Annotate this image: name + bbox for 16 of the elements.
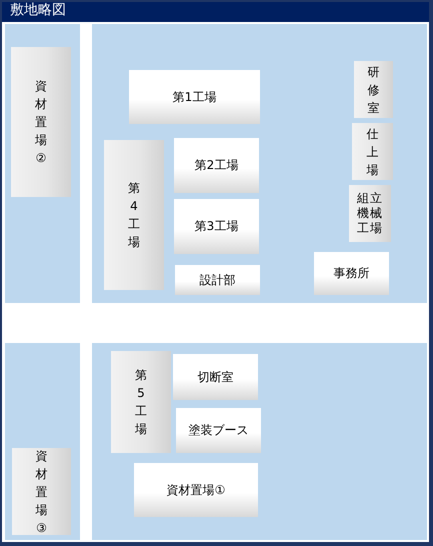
building-box: 第3工場 <box>174 199 259 254</box>
building-box: 第5工場 <box>111 351 171 453</box>
building-box: 資材置場③ <box>12 448 71 535</box>
building-box: 設計部 <box>175 265 260 295</box>
building-box: 研修室 <box>354 61 393 118</box>
building-box: 組立機械工場 <box>349 185 391 242</box>
building-box: 第2工場 <box>174 138 259 193</box>
building-box: 塗装ブース <box>176 408 261 453</box>
building-box: 第1工場 <box>129 70 260 124</box>
title: 敷地略図 <box>10 1 66 19</box>
building-box: 切断室 <box>173 354 258 400</box>
building-box: 資材置場② <box>11 47 71 197</box>
building-box: 資材置場① <box>134 463 258 517</box>
building-box: 事務所 <box>314 252 389 295</box>
building-box: 第4工場 <box>104 140 164 290</box>
building-box: 仕上場 <box>352 123 393 180</box>
